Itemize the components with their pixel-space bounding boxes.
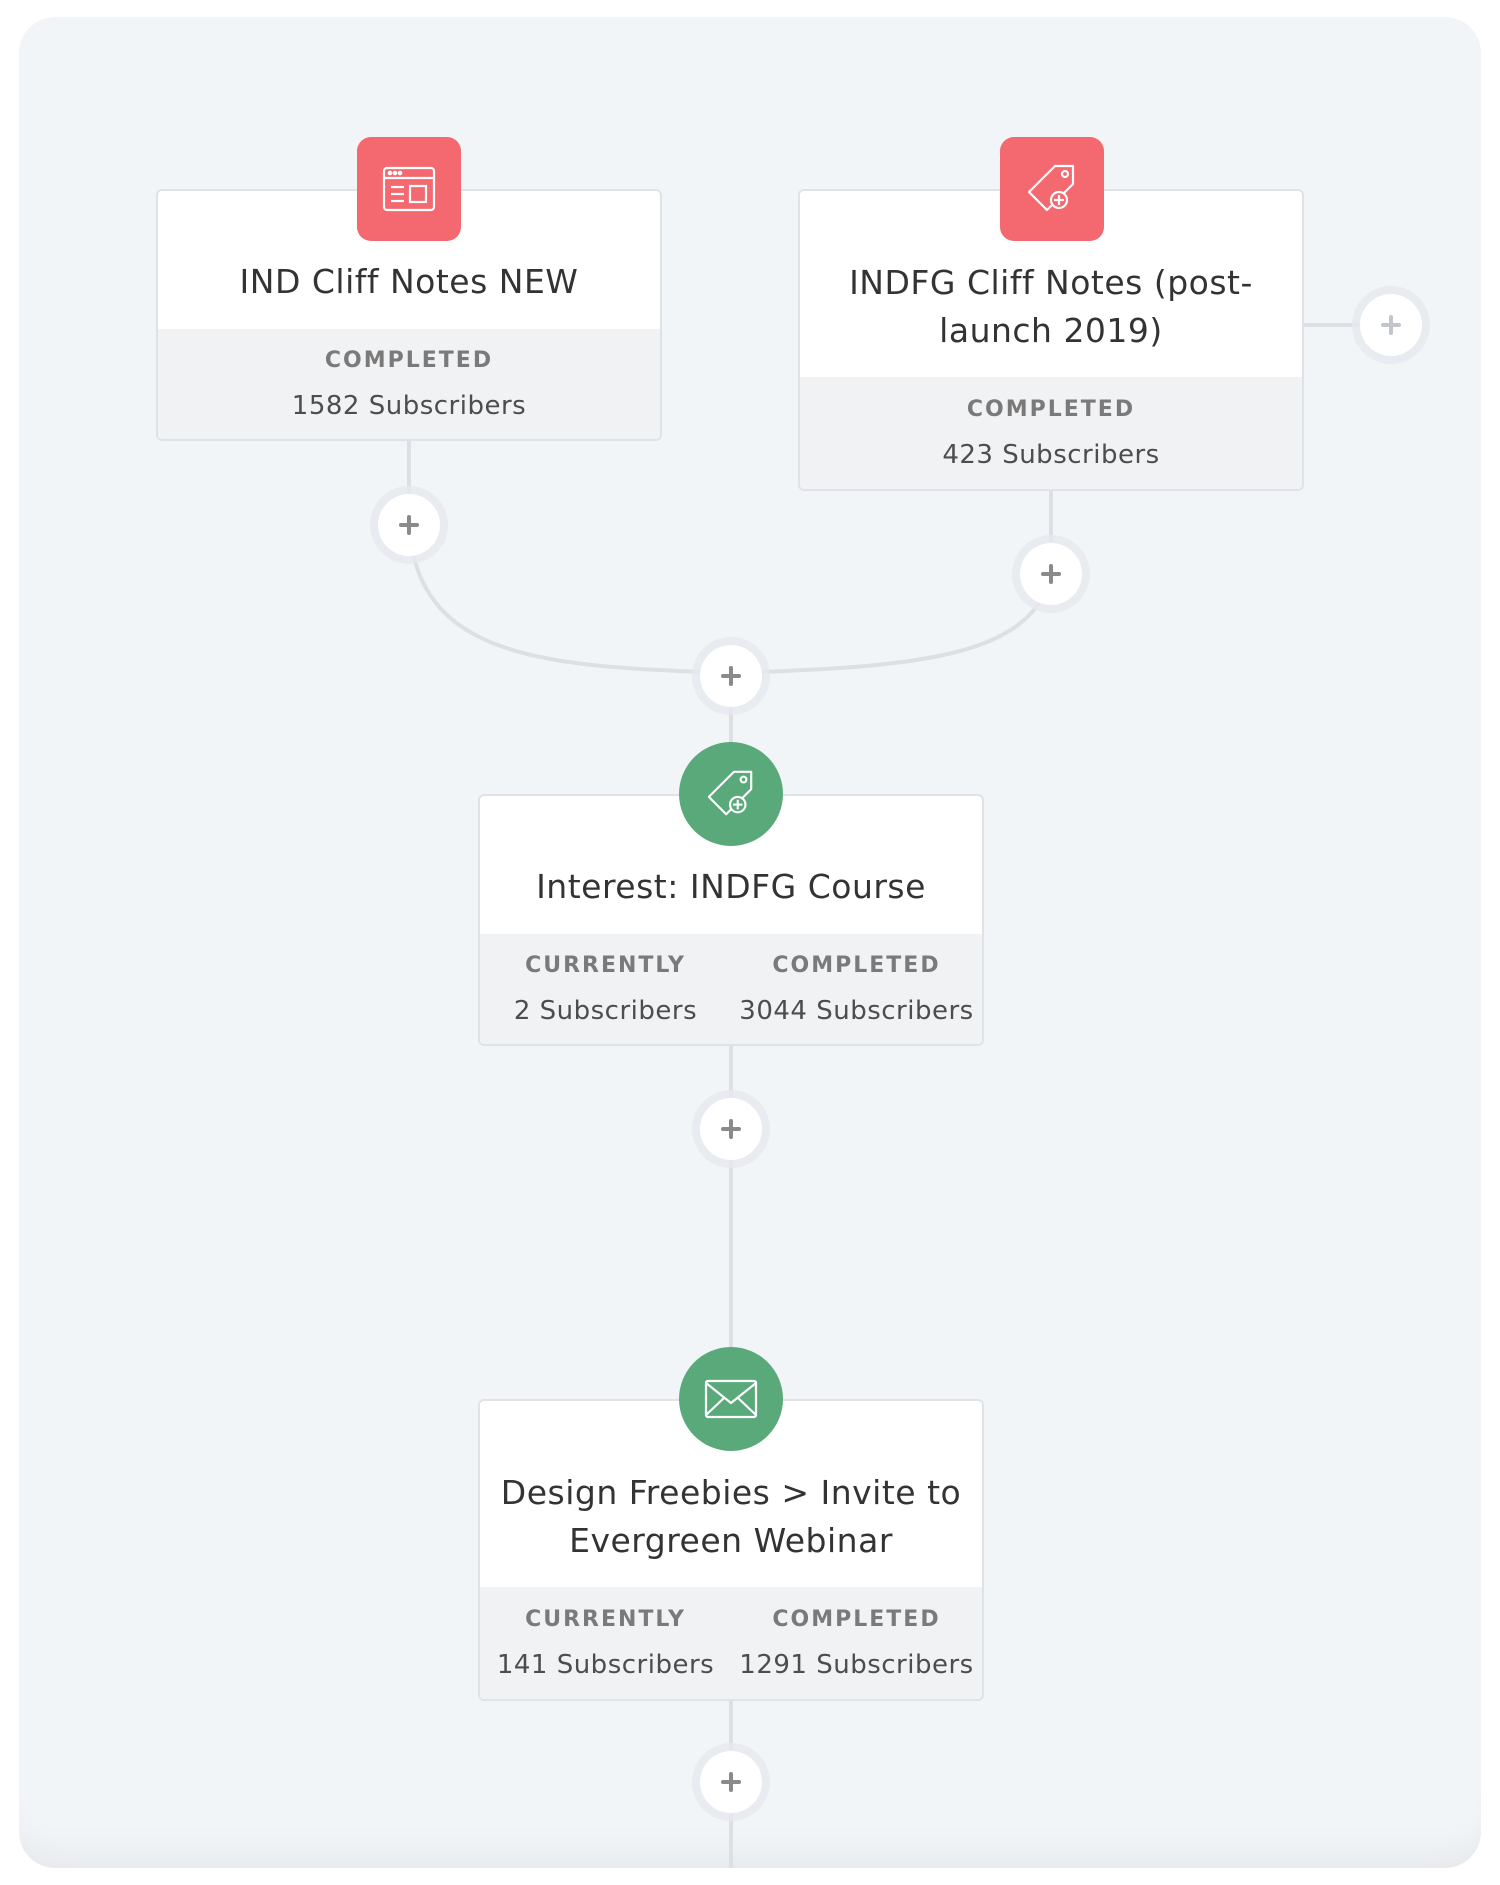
tag-icon xyxy=(679,742,783,846)
tag-action-card-interest[interactable]: Interest: INDFG Course CURRENTLY 2 Subsc… xyxy=(478,794,984,1046)
automation-canvas: IND Cliff Notes NEW COMPLETED 1582 Subsc… xyxy=(19,17,1481,1868)
connector-branch-left xyxy=(407,526,732,675)
plus-icon xyxy=(399,515,419,535)
stat-value: 2 Subscribers xyxy=(513,995,698,1026)
card-stats: CURRENTLY 141 Subscribers COMPLETED 1291… xyxy=(480,1587,982,1699)
plus-icon xyxy=(1381,315,1401,335)
stat-label: COMPLETED xyxy=(772,952,941,978)
stat-completed: COMPLETED 423 Subscribers xyxy=(800,377,1302,489)
add-step-button[interactable] xyxy=(378,494,440,556)
add-step-button[interactable] xyxy=(1360,294,1422,356)
stat-completed: COMPLETED 1291 Subscribers xyxy=(731,1587,982,1699)
stat-label: COMPLETED xyxy=(966,396,1136,422)
card-stats: COMPLETED 423 Subscribers xyxy=(800,377,1302,489)
card-stats: COMPLETED 1582 Subscribers xyxy=(158,329,660,439)
add-step-button[interactable] xyxy=(1020,543,1082,605)
envelope-icon xyxy=(679,1347,783,1451)
stat-label: COMPLETED xyxy=(772,1606,941,1632)
stat-completed: COMPLETED 3044 Subscribers xyxy=(731,934,982,1044)
email-action-card-design-freebies[interactable]: Design Freebies > Invite to Evergreen We… xyxy=(478,1399,984,1701)
stat-currently: CURRENTLY 141 Subscribers xyxy=(480,1587,731,1699)
trigger-card-indfg-cliff-notes[interactable]: INDFG Cliff Notes (post-launch 2019) COM… xyxy=(798,189,1304,491)
plus-icon xyxy=(1041,564,1061,584)
stat-completed: COMPLETED 1582 Subscribers xyxy=(158,329,660,439)
card-stats: CURRENTLY 2 Subscribers COMPLETED 3044 S… xyxy=(480,934,982,1044)
tag-icon xyxy=(1000,137,1104,241)
add-step-button[interactable] xyxy=(700,1751,762,1813)
stat-value: 423 Subscribers xyxy=(942,439,1160,470)
add-step-button[interactable] xyxy=(700,1098,762,1160)
card-title: Interest: INDFG Course xyxy=(536,867,926,906)
plus-icon xyxy=(721,666,741,686)
plus-icon xyxy=(721,1119,741,1139)
stat-value: 1582 Subscribers xyxy=(291,390,527,421)
stat-value: 3044 Subscribers xyxy=(739,995,974,1026)
form-icon xyxy=(357,137,461,241)
card-title: IND Cliff Notes NEW xyxy=(239,262,579,301)
plus-icon xyxy=(721,1772,741,1792)
stat-label: CURRENTLY xyxy=(525,1606,686,1632)
stat-label: CURRENTLY xyxy=(525,952,686,978)
stat-label: COMPLETED xyxy=(324,347,494,373)
card-title: INDFG Cliff Notes (post-launch 2019) xyxy=(849,263,1253,350)
stat-value: 141 Subscribers xyxy=(496,1649,715,1680)
stat-value: 1291 Subscribers xyxy=(739,1649,974,1680)
stat-currently: CURRENTLY 2 Subscribers xyxy=(480,934,731,1044)
connector-branch-right xyxy=(730,576,1053,675)
add-step-button[interactable] xyxy=(700,645,762,707)
card-title: Design Freebies > Invite to Evergreen We… xyxy=(500,1473,962,1560)
